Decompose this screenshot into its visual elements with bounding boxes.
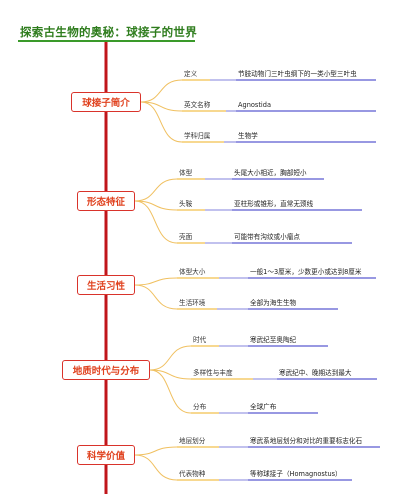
branch-connector (140, 79, 183, 103)
topic-node[interactable]: 形态特征 (77, 191, 135, 211)
branch-value[interactable]: 头尾大小相近，胸部短小 (234, 169, 307, 177)
branch-value[interactable]: 全部为海生生物 (250, 299, 297, 307)
topic-node[interactable]: 科学价值 (77, 445, 135, 465)
branch-connector (149, 369, 192, 414)
branch-value[interactable]: 寒武纪中、晚期达到最大 (279, 369, 352, 377)
branch-label[interactable]: 时代 (193, 336, 207, 344)
branch-value[interactable]: Agnostida (238, 101, 271, 109)
branch-value[interactable]: 亚柱形或锥形，直常无颈线 (234, 200, 314, 208)
topic-node[interactable]: 地质时代与分布 (62, 360, 150, 380)
topic-node[interactable]: 生活习性 (77, 275, 135, 295)
branch-label[interactable]: 定义 (184, 70, 198, 78)
branch-value[interactable]: 寒武系地层划分和对比的重要标志化石 (250, 437, 363, 445)
branch-value[interactable]: 一般1～3厘米，少数更小或达到8厘米 (250, 268, 362, 276)
branch-value[interactable]: 生物学 (238, 132, 258, 140)
branch-label[interactable]: 分布 (193, 403, 207, 411)
branch-connector (134, 454, 178, 481)
branch-label[interactable]: 生活环境 (179, 299, 206, 307)
mindmap-title: 探索古生物的奥秘：球接子的世界 (20, 25, 197, 39)
branch-value[interactable]: 节肢动物门三叶虫纲下的一类小型三叶虫 (238, 70, 357, 78)
branch-connector (134, 277, 178, 286)
topic-node[interactable]: 球接子简介 (71, 92, 141, 112)
branch-label[interactable]: 地层划分 (179, 437, 206, 445)
branch-connector (134, 446, 178, 456)
branch-value[interactable]: 全球广布 (250, 403, 277, 411)
branch-connector (149, 345, 192, 371)
branch-value[interactable]: 寒武纪至奥陶纪 (250, 336, 297, 344)
branch-label[interactable]: 体型 (179, 169, 193, 177)
branch-label[interactable]: 壳面 (179, 233, 193, 241)
branch-label[interactable]: 英文名称 (184, 101, 211, 109)
branch-label[interactable]: 代表物种 (179, 470, 206, 478)
branch-label[interactable]: 体型大小 (179, 268, 206, 276)
branch-connector (140, 101, 183, 143)
branch-connector (134, 200, 178, 244)
branch-label[interactable]: 学科归属 (184, 132, 211, 140)
branch-label[interactable]: 头鞍 (179, 200, 193, 208)
branch-value[interactable]: 等称球接子（Homagnostus） (250, 470, 342, 478)
branch-connector (134, 284, 178, 310)
branch-connector (134, 178, 178, 202)
title-underline (18, 40, 195, 42)
branch-label[interactable]: 多样性与丰度 (193, 369, 233, 377)
branch-value[interactable]: 可能带有沟纹或小瘤点 (234, 233, 300, 241)
